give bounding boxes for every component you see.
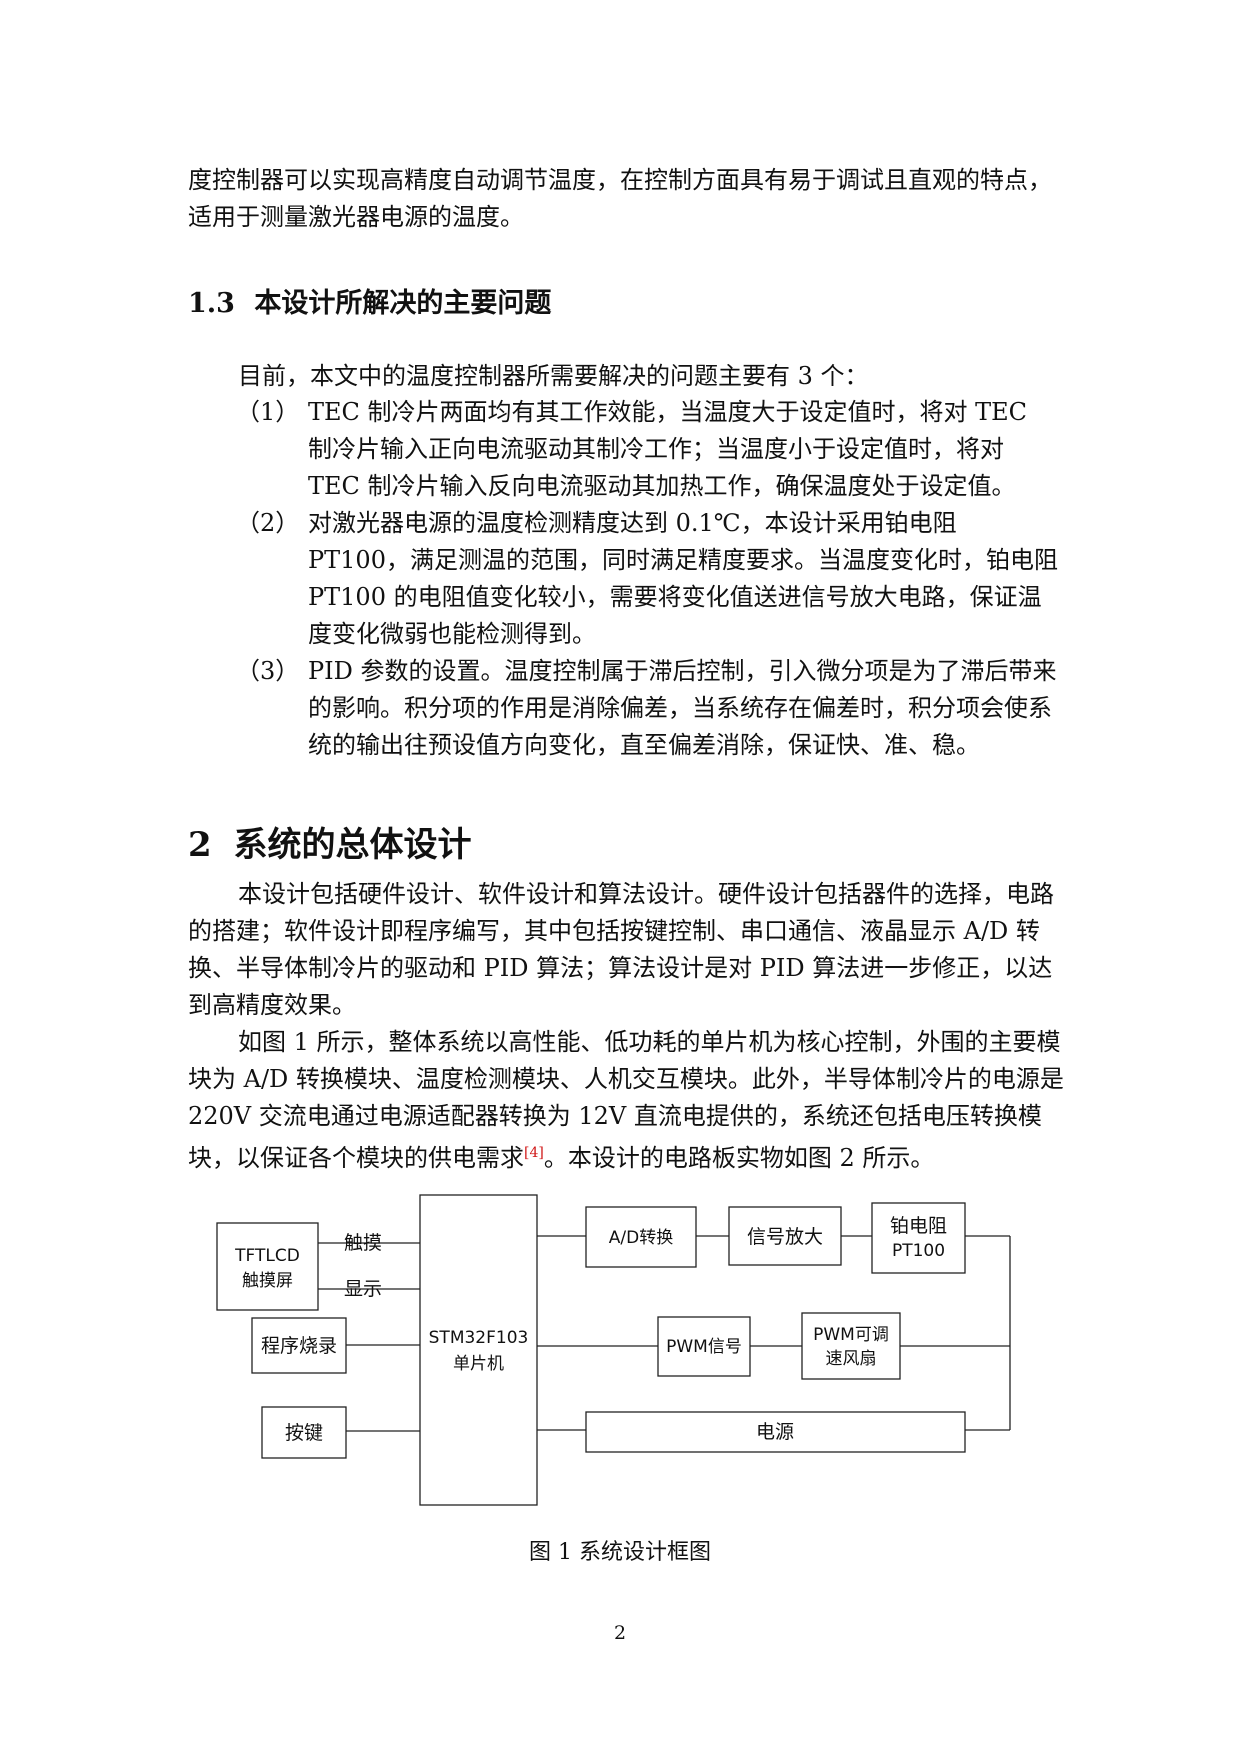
- pwm-signal-label: PWM信号: [666, 1337, 742, 1357]
- fan-box: [801, 1312, 901, 1380]
- list-item-text: PID 参数的设置。温度控制属于滞后控制，引入微分项是为了滞后带来的影响。积分项…: [308, 657, 1057, 759]
- power-label: 电源: [756, 1421, 794, 1443]
- fan-label-2: 速风扇: [826, 1349, 877, 1369]
- list-item-text: TEC 制冷片两面均有其工作效能，当温度大于设定值时，将对 TEC 制冷片输入正…: [308, 398, 1028, 500]
- program-burn-box: [251, 1317, 347, 1374]
- mcu-model-label: STM32F103: [429, 1328, 529, 1348]
- adc-label: A/D转换: [609, 1228, 673, 1248]
- tftlcd-label: TFTLCD: [234, 1246, 300, 1266]
- pt100-label-2: PT100: [892, 1241, 945, 1261]
- section-heading-2: 2 系统的总体设计: [188, 817, 472, 866]
- amplifier-label: 信号放大: [747, 1226, 823, 1248]
- paragraph: 如图 1 所示，整体系统以高性能、低功耗的单片机为核心控制，外围的主要模块为 A…: [188, 1024, 1068, 1177]
- tftlcd-touchscreen-box: [216, 1222, 319, 1311]
- fan-label-1: PWM可调: [813, 1325, 889, 1345]
- mcu-box: [419, 1194, 538, 1506]
- section-number: 1.3: [188, 288, 235, 319]
- pt100-box: [871, 1202, 966, 1274]
- paragraph-text: 如图 1 所示，整体系统以高性能、低功耗的单片机为核心控制，外围的主要模块为 A…: [188, 1028, 1064, 1172]
- power-box: [585, 1411, 966, 1453]
- list-item-number: （2）: [236, 509, 300, 537]
- citation-link[interactable]: [4]: [524, 1145, 544, 1161]
- touch-label: 触摸: [344, 1232, 382, 1254]
- intro-paragraph: 目前，本文中的温度控制器所需要解决的问题主要有 3 个：: [238, 362, 869, 390]
- figure-caption: 图 1 系统设计框图: [529, 1540, 711, 1565]
- amplifier-box: [728, 1206, 842, 1266]
- pt100-label-1: 铂电阻: [890, 1215, 947, 1237]
- touchscreen-label: 触摸屏: [242, 1271, 293, 1291]
- section-heading-1-3: 1.3 本设计所解决的主要问题: [188, 281, 551, 320]
- paragraph-text-tail: 。本设计的电路板实物如图 2 所示。: [543, 1144, 935, 1172]
- keys-box: [261, 1406, 347, 1459]
- display-label: 显示: [344, 1278, 382, 1300]
- mcu-label: 单片机: [453, 1354, 504, 1374]
- paragraph: 本设计包括硬件设计、软件设计和算法设计。硬件设计包括器件的选择，电路的搭建；软件…: [188, 880, 1054, 1019]
- program-burn-label: 程序烧录: [261, 1335, 337, 1357]
- system-block-diagram: TFTLCD 触摸屏 触摸 显示 程序烧录 按键 STM32F103 单片机 A…: [216, 1194, 1011, 1506]
- adc-box: [585, 1206, 697, 1268]
- list-item-number: （3）: [236, 657, 300, 685]
- section-number: 2: [188, 825, 212, 865]
- section-title: 系统的总体设计: [233, 825, 472, 865]
- paragraph-continued: 度控制器可以实现高精度自动调节温度，在控制方面具有易于调试且直观的特点，适用于测…: [188, 166, 1052, 231]
- list-item-text: 对激光器电源的温度检测精度达到 0.1℃，本设计采用铂电阻 PT100，满足测温…: [308, 509, 1058, 648]
- pwm-signal-box: [657, 1316, 751, 1377]
- keys-label: 按键: [285, 1422, 323, 1444]
- page-number: 2: [613, 1622, 627, 1644]
- section-title: 本设计所解决的主要问题: [254, 288, 552, 319]
- list-item-number: （1）: [236, 398, 300, 426]
